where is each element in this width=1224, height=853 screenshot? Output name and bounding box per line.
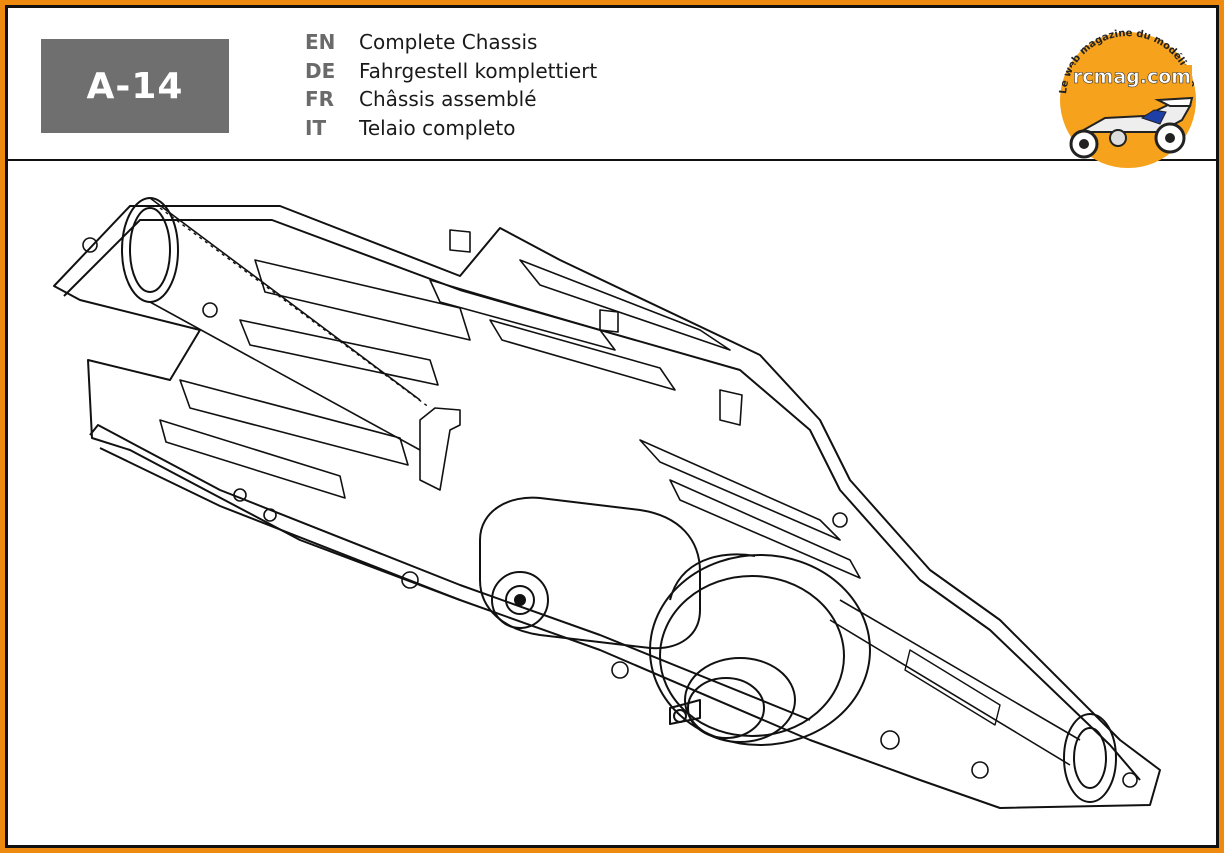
lang-code: EN bbox=[305, 30, 336, 54]
step-label: A-14 bbox=[86, 65, 184, 107]
title-text: Telaio completo bbox=[359, 115, 516, 140]
rcmag-logo: Le web magazine du modélisme rcmag.com bbox=[1058, 28, 1197, 168]
mounting-posts bbox=[82, 229, 1138, 788]
lang-code: DE bbox=[305, 58, 336, 83]
motor bbox=[669, 657, 796, 743]
lang-code: IT bbox=[305, 115, 327, 140]
gearbox-housing bbox=[479, 496, 701, 650]
rear-belt-pulley bbox=[829, 599, 1117, 803]
title-row-de: DE Fahrgestell komplettiert bbox=[305, 59, 597, 88]
buggy-icon bbox=[1069, 96, 1194, 159]
logo-brand-text: rcmag.com bbox=[1073, 66, 1191, 88]
chassis-slots bbox=[159, 259, 861, 579]
chassis-plate bbox=[53, 205, 1161, 809]
spur-gear-cover bbox=[649, 553, 871, 746]
step-badge: A-14 bbox=[41, 39, 229, 133]
title-list: EN Complete Chassis DE Fahrgestell kompl… bbox=[305, 30, 597, 144]
title-row-fr: FR Châssis assemblé bbox=[305, 87, 597, 116]
page-border bbox=[5, 5, 1219, 848]
front-belt-pulley bbox=[121, 197, 431, 451]
chassis-drawing bbox=[53, 197, 1161, 809]
title-text: Complete Chassis bbox=[359, 30, 538, 54]
title-text: Châssis assemblé bbox=[359, 87, 537, 111]
title-row-en: EN Complete Chassis bbox=[305, 30, 597, 59]
title-text: Fahrgestell komplettiert bbox=[359, 58, 598, 83]
title-row-it: IT Telaio completo bbox=[305, 116, 597, 145]
lang-code: FR bbox=[305, 87, 335, 111]
header-divider bbox=[8, 159, 1216, 161]
